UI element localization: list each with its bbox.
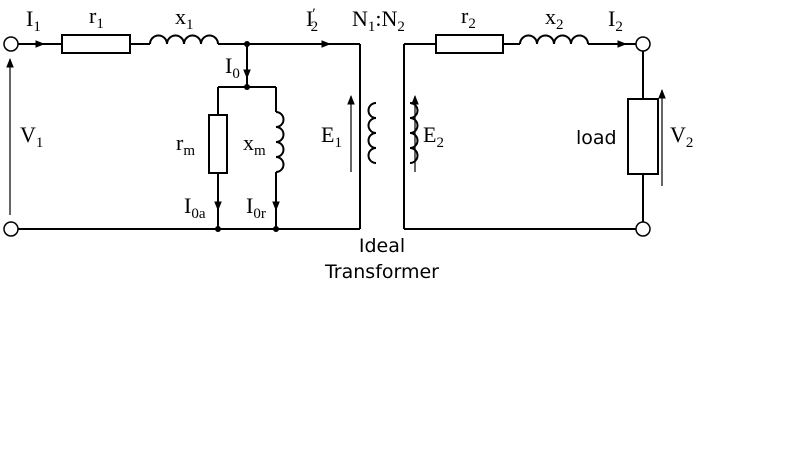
junction-dot (215, 226, 221, 232)
primary-terminal-top (3, 36, 19, 52)
label-i0r: I0r (246, 193, 266, 222)
primary-winding (367, 102, 377, 164)
label-i1: I1 (26, 6, 41, 35)
r1-resistor (61, 34, 131, 54)
label-ideal: Ideal (359, 235, 405, 257)
label-e2: E2 (423, 122, 444, 151)
secondary-terminal-bottom (635, 221, 651, 237)
label-v2: V2 (670, 122, 693, 151)
r2-resistor (435, 34, 504, 54)
secondary-winding (409, 102, 419, 164)
label-r2: r2 (461, 3, 476, 32)
label-i0a: I0a (184, 193, 206, 222)
label-load: load (576, 127, 617, 149)
label-i0: I0 (225, 53, 240, 82)
label-r1: r1 (89, 3, 104, 32)
secondary-wiring (403, 43, 644, 230)
label-xm: xm (243, 130, 266, 159)
label-transformer: Transformer (324, 261, 439, 283)
xm-inductor (275, 111, 285, 173)
x2-inductor (519, 34, 589, 45)
junction-dot (244, 84, 250, 90)
label-i2-prime: I′2 (306, 6, 318, 35)
label-rm: rm (176, 130, 195, 159)
label-e1: E1 (321, 122, 342, 151)
label-v1: V1 (20, 122, 43, 151)
secondary-terminal-top (635, 36, 651, 52)
label-x1: x1 (175, 4, 194, 33)
junction-dot (273, 226, 279, 232)
label-turns-ratio: N1:N2 (352, 6, 405, 35)
junction-dot (244, 41, 250, 47)
rm-resistor (208, 114, 228, 174)
label-x2: x2 (545, 4, 564, 33)
primary-terminal-bottom (3, 221, 19, 237)
load-box (627, 98, 659, 175)
label-i2: I2 (608, 6, 623, 35)
x1-inductor (149, 34, 219, 45)
